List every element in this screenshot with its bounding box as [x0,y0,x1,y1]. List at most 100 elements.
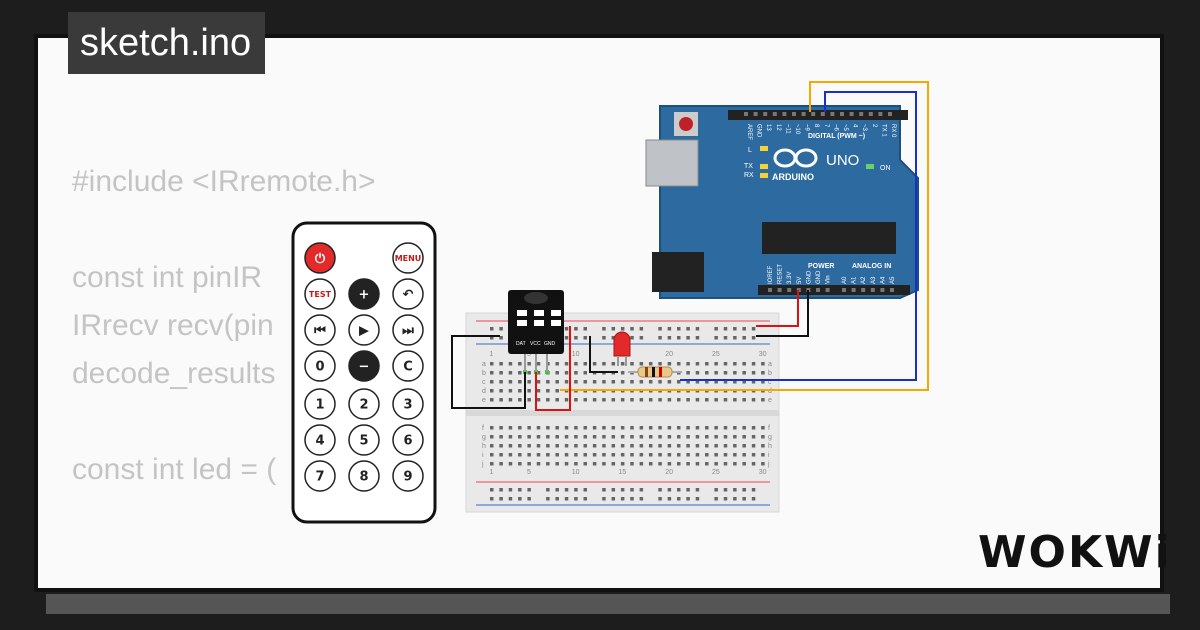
card-shadow [46,594,1170,614]
arduino-pin-label: 5V [797,277,803,284]
breadboard-row-letter: d [482,388,486,395]
arduino-pin-label: A2 [861,276,867,284]
sketch-title: sketch.ino [68,12,266,74]
red-led[interactable] [613,331,631,366]
remote-button-play[interactable]: ▶ [348,314,380,346]
breadboard-col-number: 25 [712,469,720,476]
remote-button-6[interactable]: 6 [392,424,424,456]
arduino-pin-label: 4 [852,124,858,128]
arduino-pin-label: IOREF [768,265,774,284]
breadboard-col-number: 30 [759,469,767,476]
ir-pin-gnd: GND [544,341,556,347]
arduino-infinity-logo [773,148,818,168]
resistor[interactable] [628,366,682,378]
arduino-pin-label: A3 [871,276,877,284]
arduino-pin-label: ~9 [804,124,810,132]
breadboard-row-letter: a [768,361,772,368]
breadboard-row-letter: c [482,379,486,386]
breadboard-col-number: 20 [665,351,673,358]
breadboard-row-letter: h [482,443,486,450]
wire-black-gnd [756,290,809,337]
remote-button-TEST[interactable]: TEST [304,278,336,310]
breadboard-row-letter: d [768,388,772,395]
arduino-pin-label: GND [756,124,762,138]
remote-button-2[interactable]: 2 [348,388,380,420]
breadboard-col-number: 10 [572,351,580,358]
remote-button-+[interactable]: + [348,278,380,310]
wire-red-5v [756,290,799,327]
code-line: decode_results [72,357,276,390]
breadboard-col-number: 15 [619,469,627,476]
remote-button-label: − [359,360,370,375]
ir-receiver[interactable]: DAT VCC GND [508,290,564,372]
remote-button-MENU[interactable]: MENU [392,242,424,274]
remote-button-label: TEST [309,290,332,299]
remote-button-label: ⏻ [315,252,326,267]
arduino-pin-label: ~3 [861,124,867,132]
breadboard-row-letter: b [482,370,486,377]
breadboard-row-letter: f [768,425,770,432]
breadboard-col-number: 30 [759,351,767,358]
arduino-pin-label: 7 [823,124,829,128]
wires [451,81,929,411]
remote-button-label: ⏭ [402,324,414,339]
remote-button-label: 8 [359,470,368,485]
breadboard-row-letter: i [482,452,484,459]
code-line: const int led = ( [72,453,277,486]
arduino-pin-label: 13 [765,124,771,131]
arduino-pin-label: 8 [813,124,819,128]
arduino-pin-label: ~11 [784,124,790,134]
remote-button-1[interactable]: 1 [304,388,336,420]
arduino-pin-label: AREF [746,124,752,140]
remote-button-label: 7 [315,470,324,485]
rx-label: RX [744,172,754,179]
breadboard-col-number: 5 [527,469,531,476]
remote-button-next[interactable]: ⏭ [392,314,424,346]
remote-button-label: C [403,360,413,375]
remote-button-8[interactable]: 8 [348,460,380,492]
breadboard-row-letter: b [768,370,772,377]
remote-button-label: ⏮ [314,324,326,339]
arduino-pin-label: 12 [775,124,781,131]
arduino-pin-label: Vin [826,275,832,284]
breadboard-row-letter: f [482,425,484,432]
breadboard-row-letter: j [481,461,484,468]
remote-button-label: 0 [315,360,324,375]
arduino-pin-label: RESET [778,264,784,284]
wire-red-vcc [535,326,571,411]
l-label: L [748,147,752,154]
remote-button-back[interactable]: ↶ [392,278,424,310]
arduino-pin-label: A4 [880,276,886,284]
breadboard-row-letter: e [768,397,772,404]
arduino-model: UNO [826,152,859,169]
breadboard-col-number: 5 [527,351,531,358]
remote-button-4[interactable]: 4 [304,424,336,456]
remote-button-power[interactable]: ⏻ [304,242,336,274]
arduino-logo-text: ARDUINO [772,172,814,182]
remote-button-prev[interactable]: ⏮ [304,314,336,346]
remote-button-9[interactable]: 9 [392,460,424,492]
breadboard-col-number: 20 [665,469,673,476]
remote-button-0[interactable]: 0 [304,350,336,382]
arduino-pin-label: A1 [852,276,858,284]
analog-label: ANALOG IN [852,263,891,270]
breadboard-row-letter: g [482,434,486,441]
digital-label: DIGITAL (PWM ~) [808,133,865,140]
wire-blue [680,91,917,381]
arduino-uno[interactable]: ARDUINO UNO DIGITAL (PWM ~) POWER ANALOG… [645,105,919,299]
remote-button-7[interactable]: 7 [304,460,336,492]
remote-button-−[interactable]: − [348,350,380,382]
remote-button-label: 4 [315,434,324,449]
arduino-pin-label: GND [806,270,812,284]
arduino-pin-label: ~6 [832,124,838,132]
remote-button-label: MENU [395,254,422,263]
remote-button-5[interactable]: 5 [348,424,380,456]
remote-button-3[interactable]: 3 [392,388,424,420]
breadboard-row-letter: j [767,461,770,468]
remote-button-C[interactable]: C [392,350,424,382]
remote-button-label: 1 [315,398,324,413]
